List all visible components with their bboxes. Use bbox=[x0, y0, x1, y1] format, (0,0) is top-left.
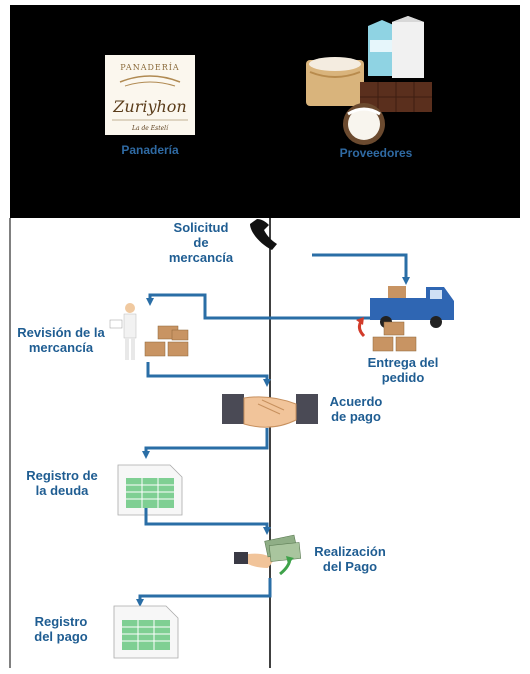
spreadsheet-icon bbox=[117, 464, 183, 516]
svg-text:PANADERÍA: PANADERÍA bbox=[120, 63, 179, 72]
supplier-products bbox=[306, 16, 432, 145]
label-line: Entrega del bbox=[367, 355, 439, 370]
phone-icon bbox=[250, 219, 277, 250]
label-line: del pago bbox=[34, 629, 88, 644]
label-entrega: Entrega del pedido bbox=[348, 355, 458, 385]
arrow-agreement bbox=[142, 428, 269, 459]
label-line: Solicitud bbox=[173, 220, 229, 235]
bakery-logo: PANADERÍA Zuriyhon La de Estelí bbox=[105, 55, 195, 135]
truck-icon bbox=[370, 286, 454, 328]
label-solicitud: Solicitud de mercancía bbox=[155, 220, 247, 265]
label-line: Revisión de la bbox=[17, 325, 105, 340]
label-line: pedido bbox=[381, 370, 425, 385]
label-line: del Pago bbox=[322, 559, 378, 574]
boxes-icon bbox=[356, 317, 417, 352]
label-line: mercancía bbox=[168, 250, 234, 265]
label-line: Registro de bbox=[26, 468, 98, 483]
label-line: de pago bbox=[331, 409, 381, 424]
arrow-request bbox=[312, 253, 410, 285]
flour-sack-icon bbox=[306, 57, 364, 106]
handshake-icon bbox=[222, 394, 318, 428]
milk-cartons-icon bbox=[368, 16, 424, 78]
label-acuerdo: Acuerdo de pago bbox=[316, 394, 396, 424]
svg-text:La de Estelí: La de Estelí bbox=[131, 125, 169, 132]
label-revision: Revisión de la mercancía bbox=[6, 325, 116, 355]
supplier-title: Proveedores bbox=[340, 146, 413, 160]
label-registro-deuda: Registro de la deuda bbox=[12, 468, 112, 498]
label-line: Acuerdo bbox=[329, 394, 383, 409]
spreadsheet-icon bbox=[113, 605, 179, 659]
coconut-icon bbox=[343, 103, 385, 145]
svg-text:Zuriyhon: Zuriyhon bbox=[112, 97, 186, 116]
worker-icon bbox=[109, 303, 137, 360]
received-boxes-icon bbox=[144, 325, 189, 357]
label-line: mercancía bbox=[28, 340, 94, 355]
label-line: Registro bbox=[34, 614, 88, 629]
label-realizacion: Realización del Pago bbox=[300, 544, 400, 574]
label-line: la deuda bbox=[35, 483, 89, 498]
arrow-delivery bbox=[146, 293, 370, 320]
money-hand-icon bbox=[234, 534, 302, 576]
arrow-review bbox=[146, 362, 271, 387]
arrow-payment bbox=[136, 578, 272, 607]
header-band bbox=[10, 5, 520, 218]
arrow-debt bbox=[144, 508, 271, 535]
bakery-title: Panadería bbox=[121, 143, 179, 157]
label-registro-pago: Registro del pago bbox=[16, 614, 106, 644]
label-line: Realización bbox=[314, 544, 386, 559]
label-line: de bbox=[193, 235, 209, 250]
